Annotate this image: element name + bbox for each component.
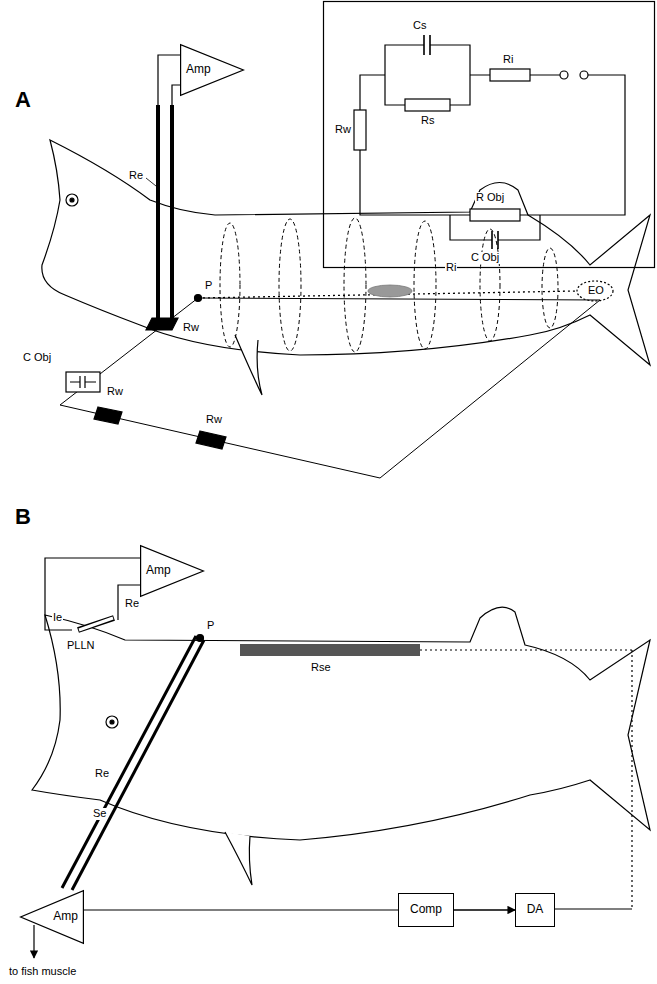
part-label: Rse	[310, 662, 332, 674]
converter-box: DA	[515, 893, 555, 927]
component-label: Ri	[502, 54, 514, 66]
electric-organ	[577, 281, 613, 301]
terminal	[580, 71, 588, 79]
node-text: Amp	[53, 910, 78, 923]
part-label: EO	[587, 285, 605, 297]
capacitor-cs	[424, 35, 430, 55]
capacitor-symbol	[70, 376, 96, 388]
amp-wire	[45, 558, 140, 630]
capacitor-c-obj	[492, 231, 498, 249]
point-label: P	[204, 280, 213, 292]
eye-pupil	[70, 198, 74, 202]
pectoral-fin	[235, 335, 262, 395]
part-label: PLLN	[66, 640, 96, 652]
eye-pupil	[110, 720, 114, 724]
water-plane	[60, 298, 600, 478]
electrode-rod	[170, 105, 174, 320]
part-label: Rw	[205, 414, 223, 426]
resistor-r-obj	[470, 209, 520, 221]
electrode-rod	[62, 636, 196, 888]
amp-wire	[118, 585, 140, 620]
electrode-rod	[156, 105, 160, 322]
inset-frame	[324, 2, 655, 268]
output-arrow	[33, 925, 34, 958]
triangle-shape	[141, 546, 204, 597]
rse-lead	[420, 649, 632, 650]
panel-letter: A	[14, 88, 32, 111]
part-label: Re	[128, 170, 144, 182]
cylinder-ring	[220, 223, 240, 347]
rw-block	[196, 431, 226, 449]
resistor-rw	[354, 110, 366, 150]
component-label: R Obj	[475, 192, 505, 204]
part-label: C Obj	[22, 352, 52, 364]
fish-outline	[42, 140, 650, 365]
amp-wire	[158, 55, 180, 105]
resistor-rs	[405, 99, 450, 111]
rse-bar	[240, 644, 420, 656]
leader-line	[146, 178, 156, 186]
point-p	[197, 635, 204, 642]
part-label: Rw	[182, 322, 200, 334]
fish-outline	[32, 607, 650, 840]
lateral-line-nerve	[78, 618, 114, 630]
computer-box: Comp	[398, 893, 454, 927]
component-label: Cs	[412, 20, 427, 32]
c-obj-box	[66, 372, 100, 392]
panel-letter: B	[14, 505, 32, 528]
part-label: Ie	[52, 612, 63, 624]
cylinder-ring	[279, 219, 301, 351]
part-label: Se	[92, 808, 107, 820]
node-text: Comp	[410, 903, 442, 916]
amplifier-triangle: Amp	[20, 890, 84, 944]
lateral-line-nerve	[79, 618, 113, 630]
amplifier-triangle: Amp	[140, 545, 204, 597]
point-label: P	[206, 620, 215, 632]
internal-resistance	[368, 285, 412, 297]
node-text: DA	[527, 903, 544, 916]
amp-wire	[172, 85, 180, 105]
point-p	[195, 295, 202, 302]
da-wire	[555, 908, 632, 909]
output-label: to fish muscle	[8, 966, 77, 978]
amplifier-triangle: Amp	[180, 44, 244, 96]
part-label: Ri	[445, 262, 457, 274]
cylinder-ring	[414, 221, 436, 349]
resistor-ri	[490, 69, 530, 81]
circuit-wire	[360, 45, 625, 240]
cylinder-ring	[344, 218, 366, 352]
rse-lead	[631, 650, 632, 909]
pectoral-fin	[225, 832, 252, 885]
current-cylinders	[220, 218, 558, 352]
cylinder-ring	[480, 229, 500, 341]
electrode-rod	[72, 640, 204, 890]
part-label: Re	[94, 768, 110, 780]
component-label: Rs	[420, 115, 435, 127]
triangle-shape	[181, 45, 244, 96]
component-label: C Obj	[470, 252, 500, 264]
part-label: Rw	[106, 386, 124, 398]
terminal	[560, 71, 568, 79]
node-text: Amp	[146, 564, 171, 577]
part-label: Re	[124, 598, 140, 610]
eye	[66, 194, 78, 206]
cylinder-ring	[542, 248, 558, 328]
triangle-shape	[21, 891, 84, 944]
component-label: Rw	[334, 124, 352, 136]
eye	[106, 716, 118, 728]
rw-block	[94, 407, 122, 424]
node-text: Amp	[186, 63, 211, 76]
